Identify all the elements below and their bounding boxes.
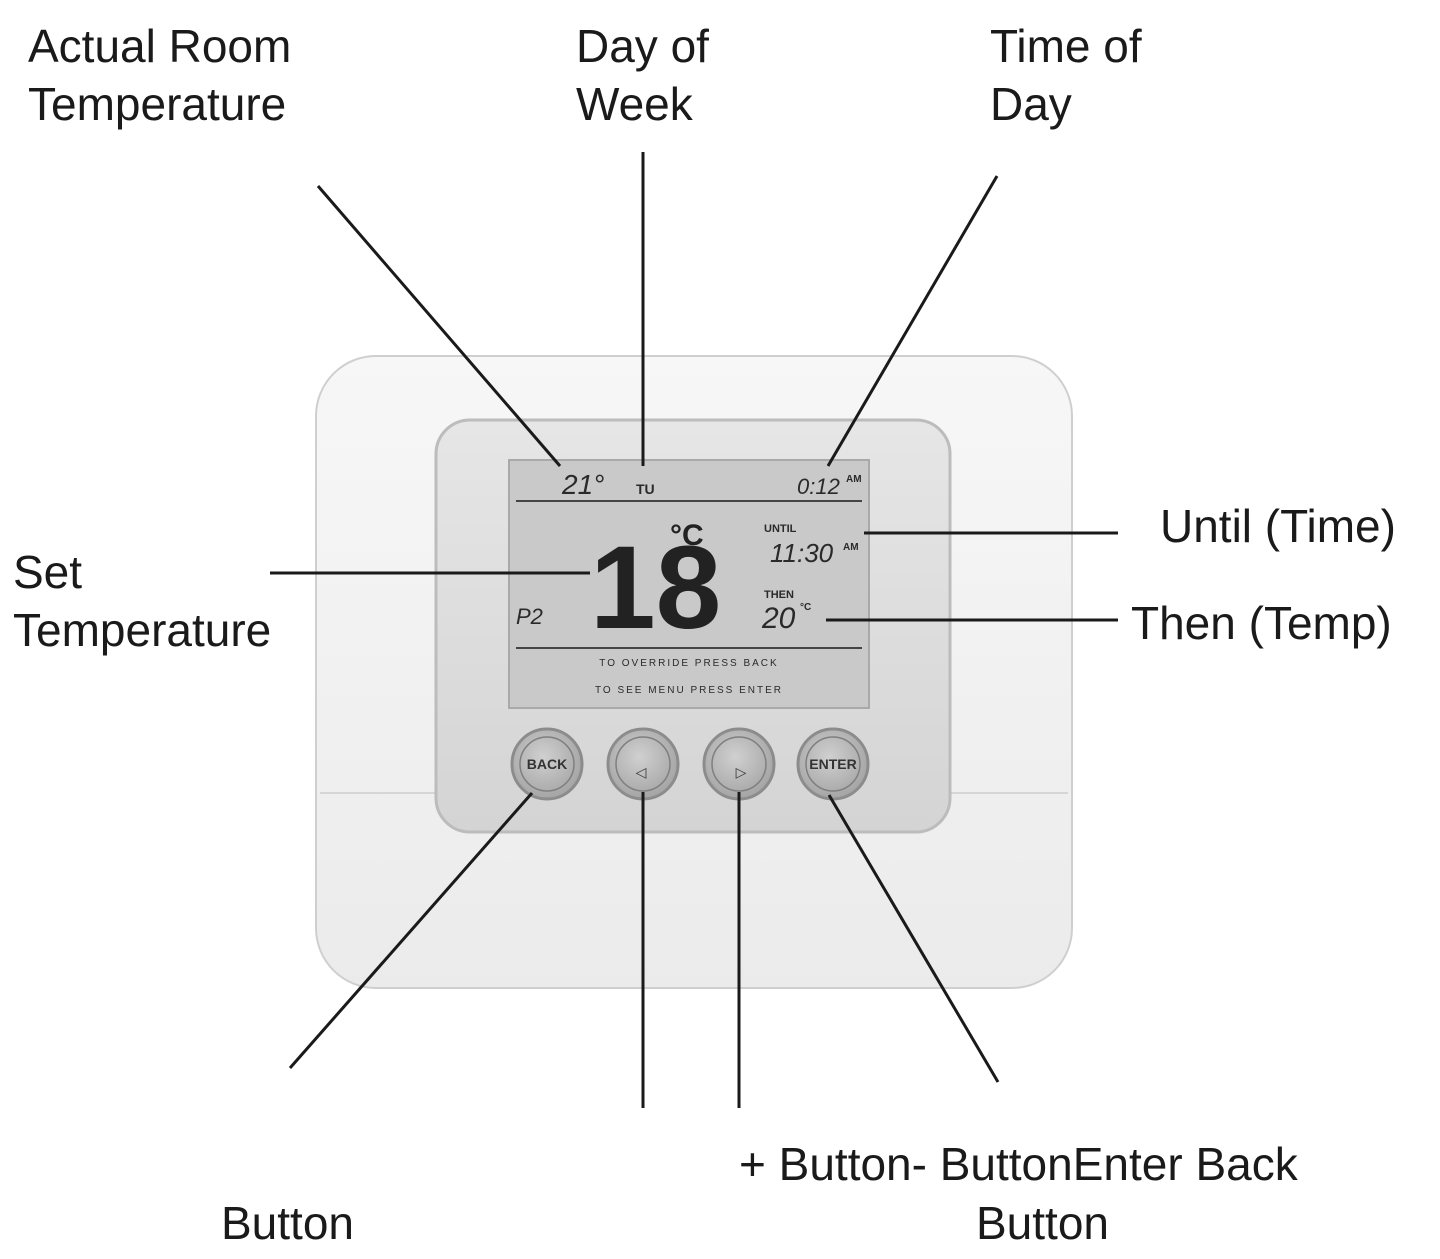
leader-back-button (288, 792, 534, 1069)
lcd-until-time: 11:30 (770, 538, 834, 568)
lcd-side-indicator: P2 (516, 604, 543, 629)
enter-button[interactable]: ENTER (796, 727, 870, 801)
leader-time-of-day (826, 175, 999, 467)
enter-button-label: ENTER (809, 756, 856, 772)
back-button[interactable]: BACK (510, 727, 584, 801)
left-arrow-icon: ◁ (636, 764, 647, 780)
minus-button[interactable]: ◁ (606, 727, 680, 801)
label-day-of-week: Day of Week (576, 20, 709, 130)
lcd-until-tag: UNTIL (764, 523, 797, 535)
lcd-day: TU (636, 481, 655, 497)
label-actual-room-temperature: Actual Room Temperature (28, 20, 292, 130)
lcd-time-suffix: AM (846, 474, 862, 485)
lcd-message-line-1: TO OVERRIDE PRESS BACK (599, 658, 778, 669)
lcd-set-temp: 18 (590, 522, 721, 654)
label-set-temperature: Set Temperature (13, 546, 272, 656)
lcd-until-suffix: AM (843, 542, 859, 553)
lcd-time: 0:12 (797, 474, 840, 499)
leader-enter-button (827, 794, 1000, 1083)
label-enter-button: Button (976, 1197, 1109, 1249)
back-button-label: BACK (527, 756, 567, 772)
lcd-message-line-2: TO SEE MENU PRESS ENTER (595, 685, 783, 696)
lcd-then-temp: 20 (761, 602, 796, 635)
label-button-left: Button (221, 1197, 354, 1249)
label-then-temp: Then (Temp) (1131, 597, 1392, 649)
lcd-room-temp: 21° (561, 469, 604, 500)
lcd-set-unit: °C (670, 519, 704, 552)
plus-button[interactable]: ▷ (702, 727, 776, 801)
label-until-time: Until (Time) (1160, 500, 1396, 552)
label-time-of-day: Time of Day (990, 20, 1142, 130)
leader-actual-room-temperature (316, 185, 562, 467)
label-bottom-line: + Button- ButtonEnter Back (739, 1138, 1298, 1190)
lcd-then-tag: THEN (764, 589, 794, 601)
lcd-then-unit: °C (800, 602, 811, 613)
right-arrow-icon: ▷ (736, 764, 747, 780)
